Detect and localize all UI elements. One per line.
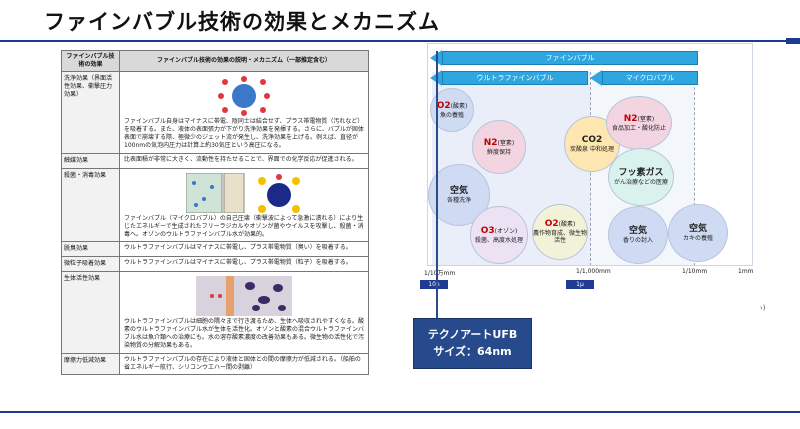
bubble-n2-freshness: N2(窒素) 鮮度保持 [472, 120, 526, 174]
effects-table: ファインバブル技術の効果 ファインバブル技術の効果の説明・メカニズム（一部推定含… [61, 49, 369, 375]
fb-bubble-icon [218, 76, 270, 117]
bubble-o2-agriculture: O2(酸素) 農作物育成、微生物活性 [532, 204, 588, 260]
header-description: ファインバブル技術の効果の説明・メカニズム（一部推定含む） [119, 49, 369, 73]
description-text: ファインバブル（マイクロバブル）の自己圧壊（衝撃波によって急激に潰れる）により生… [124, 214, 364, 238]
effect-cell: 洗浄効果（界面活性効果、衝撃圧力効果） [61, 71, 120, 154]
description-cell: 比表面積が非常に大きく、流動性を持たせることで、界面での化学反応が促進される。 [119, 152, 369, 169]
description-cell: ウルトラファインバブルはマイナスに帯電し、プラス帯電物質（粒子）を吸着する。 [119, 256, 369, 273]
size-marker-line [436, 51, 438, 319]
description-cell: ウルトラファインバブルはマイナスに帯電し、プラス帯電物質（臭い）を吸着する。 [119, 240, 369, 258]
fine-bubble-band: ファインバブル [442, 51, 698, 65]
figure-cell-membrane [124, 276, 364, 317]
bubble-air-fragrance: 空気 香りの封入 [608, 206, 668, 264]
table-row: 生体活性効果 ウルトラファインバブルは細胞の隅々まで行き渡るため、生体へ吸収され… [61, 271, 369, 354]
table-row: 洗浄効果（界面活性効果、衝撃圧力効果） ファインバブル自身はマイナスに帯電、陰同… [61, 71, 369, 154]
table-row: 触媒効果 比表面積が非常に大きく、流動性を持たせることで、界面での化学反応が促進… [61, 152, 369, 169]
effect-cell: 触媒効果 [61, 152, 120, 169]
cell-membrane-image [196, 276, 292, 317]
table-row: 微粒子吸着効果 ウルトラファインバブルはマイナスに帯電し、プラス帯電物質（粒子）… [61, 256, 369, 273]
bubble-air-oyster: 空気 カキの養殖 [668, 204, 728, 262]
bubble-n2-food: N2(窒素) 食品加工・酸化防止 [606, 96, 672, 150]
microbubble-arrow-icon [590, 70, 602, 86]
description-text: ウルトラファインバブルは細胞の隅々まで行き渡るため、生体へ吸収されやすくなる。酸… [124, 318, 365, 350]
table-header-row: ファインバブル技術の効果 ファインバブル技術の効果の説明・メカニズム（一部推定含… [61, 49, 369, 73]
table-row: 脱臭効果 ウルトラファインバブルはマイナスに帯電し、プラス帯電物質（臭い）を吸着… [61, 240, 369, 258]
effect-cell: 摩擦力低減効果 [61, 352, 120, 375]
effect-cell: 殺菌・消毒効果 [61, 167, 120, 242]
virus-attack-icon [258, 173, 300, 213]
axis-label-1um: 1/1,000mm [576, 268, 611, 275]
object-cleaning-diagram [186, 172, 245, 213]
axis-label-10nm: 1/10万mm [424, 270, 456, 277]
bubble-size-chart: ファインバブル ウルトラファインバブル マイクロバブル O2(酸素) 魚の養殖 … [427, 43, 753, 266]
figure-sterilization [124, 172, 364, 213]
description-cell: ファインバブル（マイクロバブル）の自己圧壊（衝撃波によって急激に潰れる）により生… [119, 167, 369, 242]
effect-cell: 微粒子吸着効果 [61, 256, 120, 273]
bubble-fluorine-medical: フッ素ガス がん治療などの医療 [608, 148, 674, 206]
axis-label-1mm: 1mm [738, 268, 754, 275]
callout-title: テクノアートUFB [427, 328, 518, 341]
title-rule [0, 40, 800, 42]
axis-box-10n: 10n [420, 280, 448, 289]
footer-rule [0, 411, 800, 413]
description-cell: ファインバブル自身はマイナスに帯電、陰同士は結合せず、プラス帯電物質（汚れなど）… [119, 71, 369, 154]
bubble-o3-sterilization: O3(オゾン) 殺菌、高度水処理 [470, 206, 528, 264]
callout-size: サイズ：64nm [433, 345, 512, 358]
ultrafine-bubble-band: ウルトラファインバブル [442, 71, 588, 85]
description-text: ファインバブル自身はマイナスに帯電、陰同士は結合せず、プラス帯電物質（汚れなど）… [124, 118, 364, 150]
microbubble-band: マイクロバブル [602, 71, 698, 85]
axis-label-100um: 1/10mm [682, 268, 708, 275]
divider-100um [694, 72, 695, 265]
ufb-size-callout: テクノアートUFB サイズ：64nm [413, 318, 532, 369]
header-effect: ファインバブル技術の効果 [61, 49, 120, 73]
table-row: 殺菌・消毒効果 ファインバブル（マイクロバブル）の自己圧壊（衝撃波によって急激に… [61, 167, 369, 242]
effect-cell: 脱臭効果 [61, 240, 120, 258]
effect-cell: 生体活性効果 [61, 271, 120, 354]
title-rule-accent [786, 38, 800, 44]
description-cell: ウルトラファインバブルは細胞の隅々まで行き渡るため、生体へ吸収されやすくなる。酸… [119, 271, 369, 354]
description-cell: ウルトラファインバブルの存在により液体と固体との間の摩擦力が低減される。（船舶の… [119, 352, 369, 375]
page-title: ファインバブル技術の効果とメカニズム [44, 10, 440, 34]
table-row: 摩擦力低減効果 ウルトラファインバブルの存在により液体と固体との間の摩擦力が低減… [61, 352, 369, 375]
axis-box-1u: 1μ [566, 280, 594, 289]
figure-cleaning [124, 76, 364, 117]
next-slide-icon[interactable]: ›) [760, 304, 766, 312]
